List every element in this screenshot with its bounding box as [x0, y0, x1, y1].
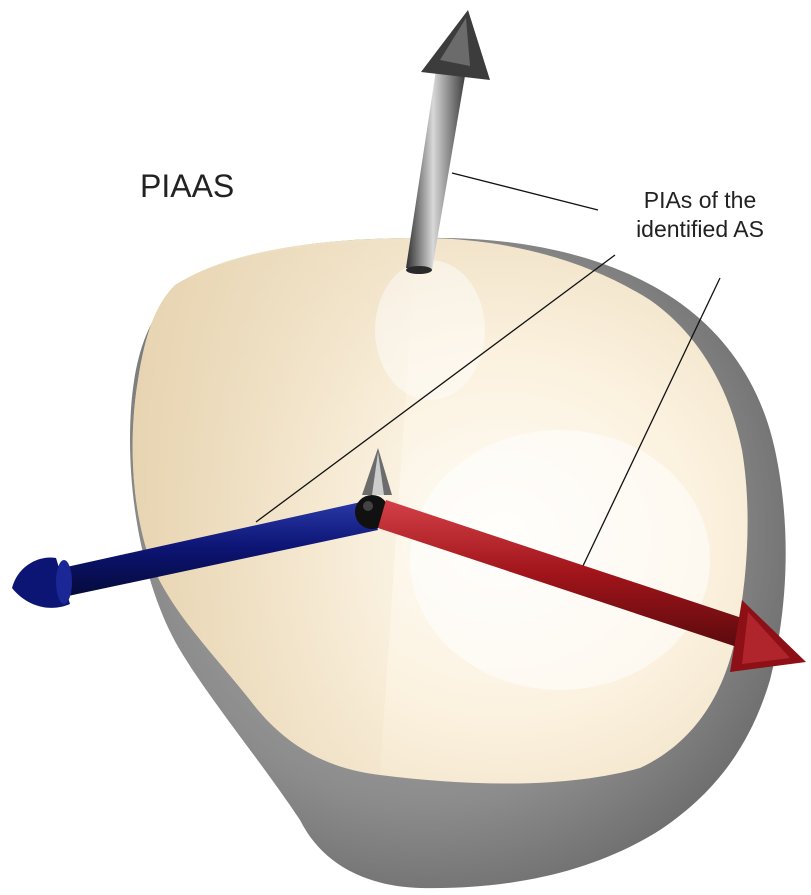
origin-sphere-highlight [363, 501, 373, 511]
callout-line-1: PIAs of the [600, 186, 800, 215]
surface-highlight-upper [375, 260, 485, 400]
gray-arrow-icon [406, 10, 490, 274]
figure-title: PIAAS [140, 168, 234, 205]
callout-label: PIAs of the identified AS [600, 186, 800, 244]
callout-line-2: identified AS [600, 215, 800, 244]
